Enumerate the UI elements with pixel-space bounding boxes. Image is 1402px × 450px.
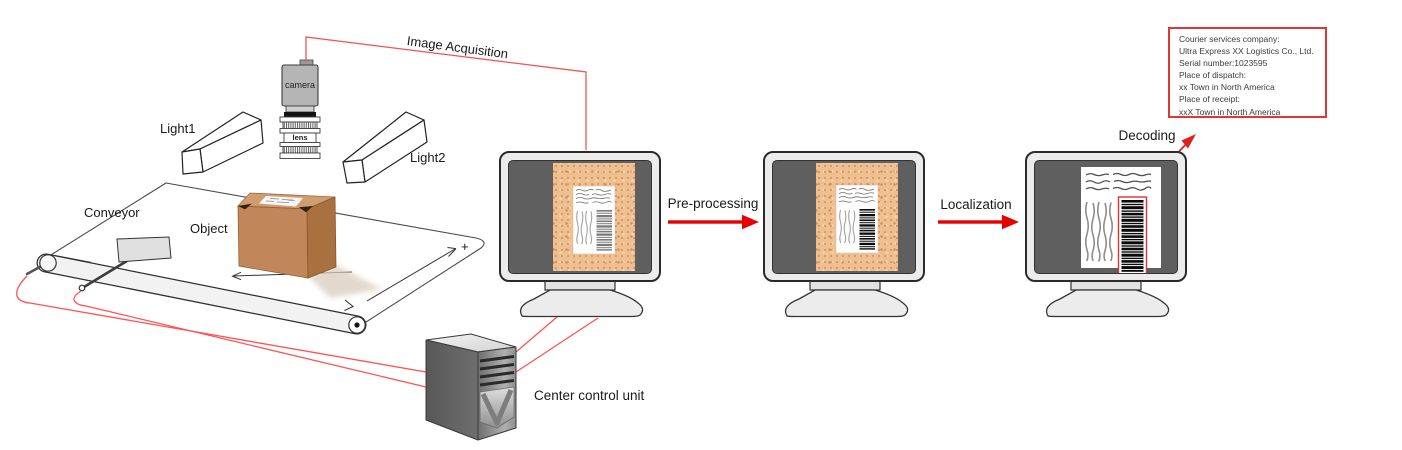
preprocessed-image-panel (816, 163, 898, 271)
result-line: Place of receipt: (1179, 94, 1240, 105)
monitor-stands (519, 279, 1170, 318)
localization-arrow (938, 214, 1019, 230)
label-light2: Light2 (410, 150, 446, 165)
result-line: Ultra Express XX Logistics Co., Ltd. (1179, 46, 1314, 57)
label-axis-plus: + (461, 239, 469, 254)
sensor-cables (16, 275, 427, 388)
camera-icon (279, 59, 321, 159)
label-decoding: Decoding (1118, 128, 1176, 143)
localized-image-panel (1081, 167, 1161, 273)
photo-sensor (78, 236, 172, 292)
decoded-result-box: Courier services company: Ultra Express … (1168, 27, 1327, 118)
localized-barcode-image (1084, 172, 1152, 273)
shipping-label-image (573, 186, 615, 254)
label-conveyor: Conveyor (84, 205, 140, 220)
parcel-box (237, 192, 337, 279)
monitor-3-localized (1025, 151, 1187, 282)
monitor-1-screen (508, 160, 652, 274)
label-lens: lens (292, 133, 308, 142)
pc-tower (425, 333, 517, 441)
captured-image-panel (553, 163, 635, 271)
result-line: Serial number:1023595 (1179, 58, 1268, 69)
pre-processing-arrow (668, 214, 759, 230)
monitor-2-preprocessed (763, 151, 925, 282)
box-shadow (308, 265, 382, 298)
monitor-cables (515, 316, 599, 373)
result-line: xxX Town in North America (1179, 106, 1281, 117)
label-pre-processing: Pre-processing (667, 196, 759, 211)
label-camera: camera (284, 80, 315, 90)
monitor-2-screen (772, 160, 916, 274)
result-line: Courier services company: (1179, 34, 1280, 44)
monitor-3-screen (1034, 160, 1178, 274)
result-line: Place of dispatch: (1179, 70, 1247, 81)
conveyor-belt-roller (25, 253, 367, 335)
result-line: xx Town in North America (1179, 82, 1275, 93)
label-light1: Light1 (160, 121, 196, 136)
image-acquisition-line (305, 36, 587, 150)
label-object: Object (190, 221, 228, 236)
monitor-1-acquisition (499, 151, 661, 282)
label-center-control-unit: Center control unit (534, 388, 645, 403)
label-localization: Localization (940, 197, 1012, 212)
shipping-label-image (836, 185, 878, 253)
light1-bar (181, 111, 264, 175)
light2-bar (342, 111, 428, 184)
